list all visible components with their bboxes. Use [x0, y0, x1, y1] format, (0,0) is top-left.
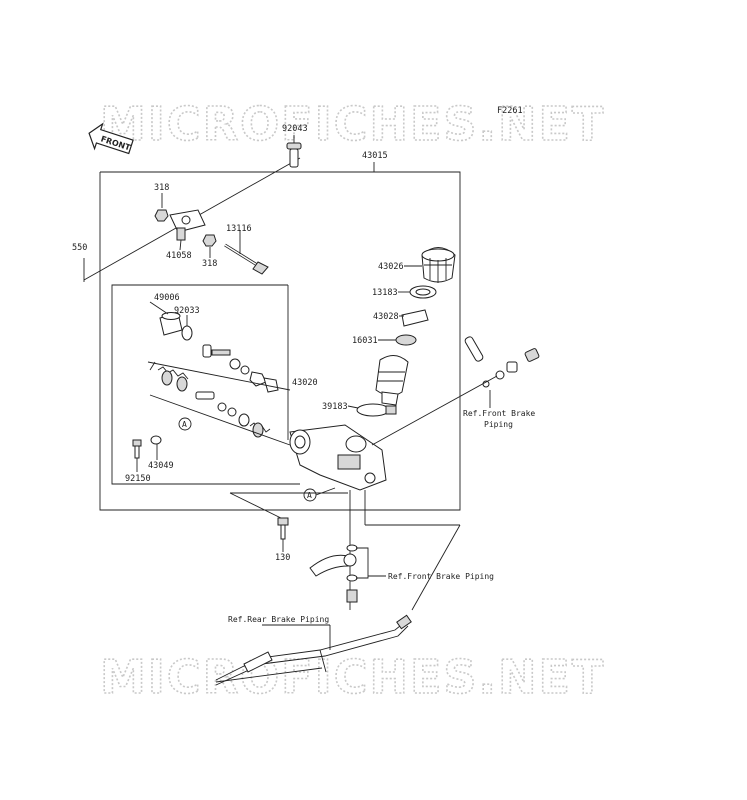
label-43049: 43049	[148, 461, 174, 471]
part-piston-row2	[195, 391, 271, 438]
label-13183: 13183	[372, 288, 398, 298]
part-nut-318b	[202, 234, 217, 247]
svg-text:A: A	[307, 491, 312, 500]
part-nut-318a	[154, 209, 169, 222]
ref-front-brake-1-line2: Piping	[484, 420, 513, 429]
part-clevis-41058	[169, 209, 206, 241]
label-130: 130	[275, 553, 290, 563]
label-43026: 43026	[378, 262, 404, 272]
watermark-bottom: MICROFICHES.NET	[100, 650, 605, 704]
ref-front-brake-2: Ref.Front Brake Piping	[388, 572, 494, 581]
part-clamp-39183	[356, 403, 397, 417]
part-bolt-130	[277, 517, 289, 540]
ref-rear-brake: Ref.Rear Brake Piping	[228, 615, 329, 624]
part-reservoir	[375, 355, 409, 406]
inner-bracket	[111, 284, 300, 485]
label-318a: 318	[154, 183, 169, 193]
ref-circle-a-1: A	[178, 417, 192, 431]
part-cup-49006	[159, 312, 183, 336]
part-rear-brake-pipe	[215, 614, 412, 686]
part-ring-92033	[181, 325, 193, 341]
part-bolt-92150	[132, 439, 142, 459]
part-pin-92043	[286, 142, 302, 168]
part-washer-43049	[150, 435, 162, 445]
label-39183: 39183	[322, 402, 348, 412]
label-16031: 16031	[352, 336, 378, 346]
watermark-top: MICROFICHES.NET	[100, 97, 605, 151]
label-92150: 92150	[125, 474, 151, 484]
ref-front-brake-1-line1: Ref.Front Brake	[463, 409, 535, 418]
part-master-cylinder	[289, 424, 387, 491]
label-92033: 92033	[174, 306, 200, 316]
part-plate-43028	[401, 309, 429, 327]
outer-bracket	[99, 171, 461, 511]
label-13116: 13116	[226, 224, 252, 234]
label-49006: 49006	[154, 293, 180, 303]
label-43015: 43015	[362, 151, 388, 161]
label-550: 550	[72, 243, 87, 253]
part-front-brake-banjo	[464, 336, 540, 388]
label-92043: 92043	[282, 124, 308, 134]
part-piston-row1	[202, 344, 279, 393]
part-spring-a	[157, 366, 189, 392]
label-43028: 43028	[373, 312, 399, 322]
part-washer-16031	[395, 334, 417, 346]
part-cap-43026	[421, 247, 456, 283]
label-318b: 318	[202, 259, 217, 269]
part-diaphragm-13183	[409, 285, 437, 299]
label-43020: 43020	[292, 378, 318, 388]
figure-code: F2261	[497, 106, 523, 116]
svg-text:A: A	[182, 420, 187, 429]
label-41058: 41058	[166, 251, 192, 261]
ref-circle-a-2: A	[303, 487, 336, 502]
part-pushrod-13116	[224, 243, 269, 275]
